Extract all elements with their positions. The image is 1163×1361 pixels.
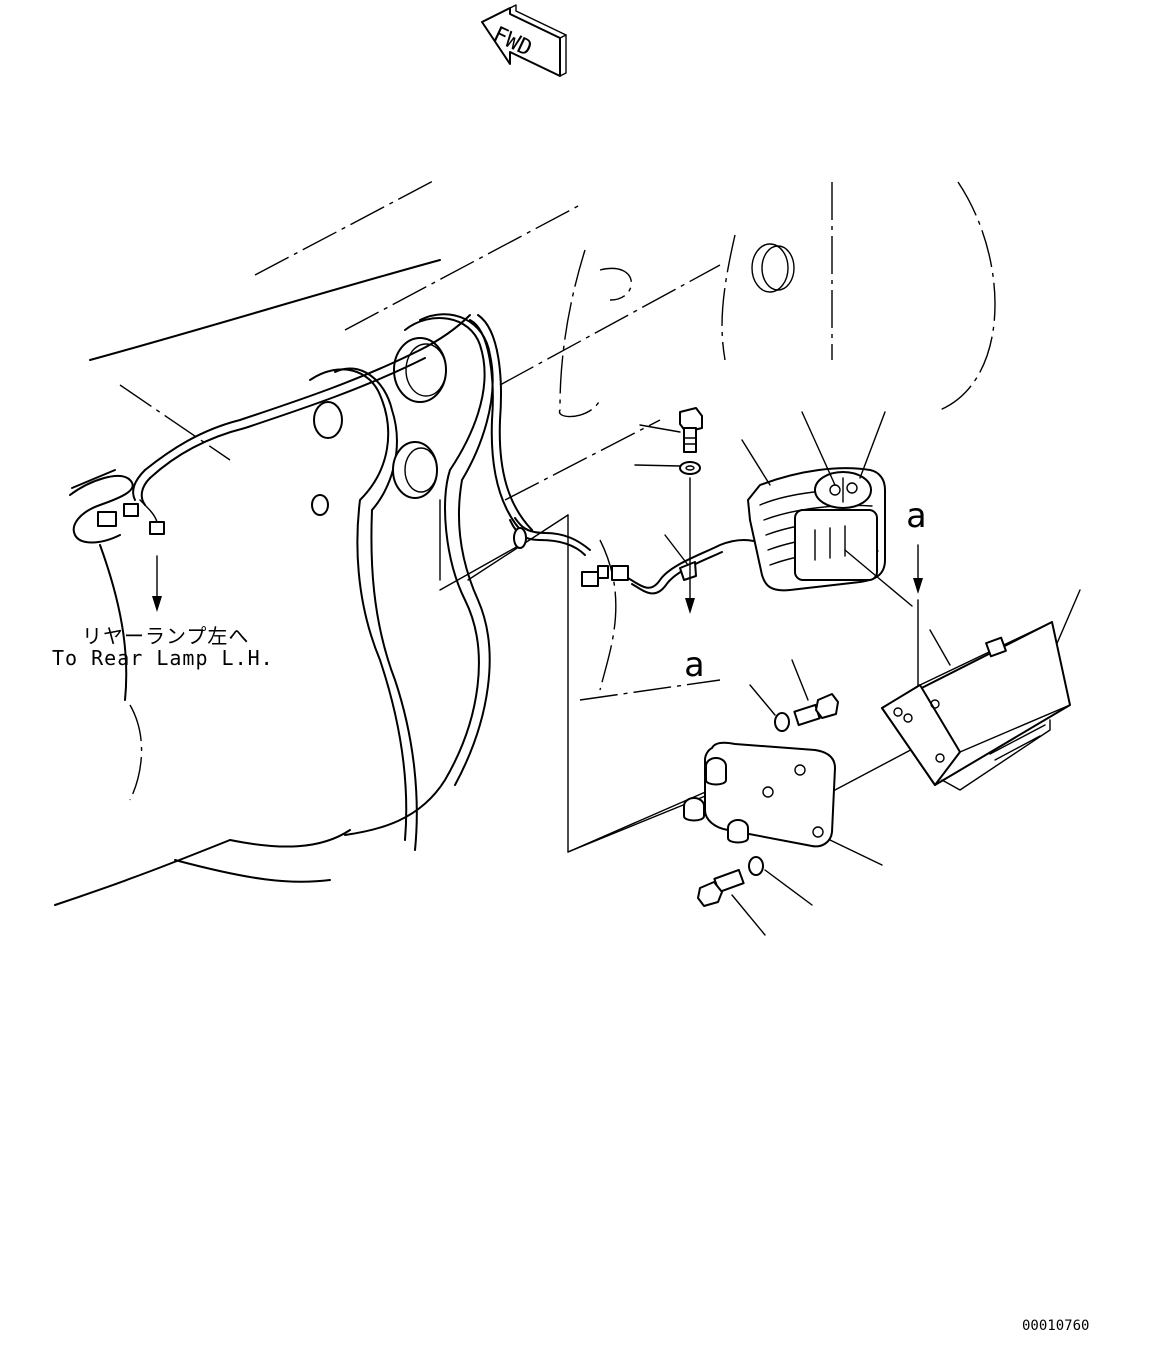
detail-marker-a-left: a: [684, 645, 705, 685]
drawing-number: 00010760: [1022, 1318, 1090, 1334]
to-rear-lamp-arrow: [152, 555, 162, 612]
lamp-wire: [509, 517, 766, 595]
fwd-arrow-icon: [481, 4, 567, 77]
detail-marker-a-right: a: [906, 496, 927, 536]
annotation-jp: リヤーランプ左へ: [82, 624, 250, 648]
rear-lamp: [747, 467, 886, 592]
machine-outline: [119, 179, 996, 801]
boom-body: [54, 259, 533, 906]
leader-lines: [634, 411, 1081, 936]
bracket-bolt-lower: [697, 856, 764, 907]
annotation-en: To Rear Lamp L.H.: [52, 646, 274, 670]
detail-arrow-right: [913, 544, 923, 691]
control-box: [881, 621, 1071, 791]
mounting-bracket: [683, 741, 921, 848]
bracket-bolt-upper: [774, 693, 839, 732]
detail-frame: [467, 514, 721, 853]
lamp-mount-bolt: [679, 407, 703, 614]
wire-harness: [69, 314, 471, 544]
